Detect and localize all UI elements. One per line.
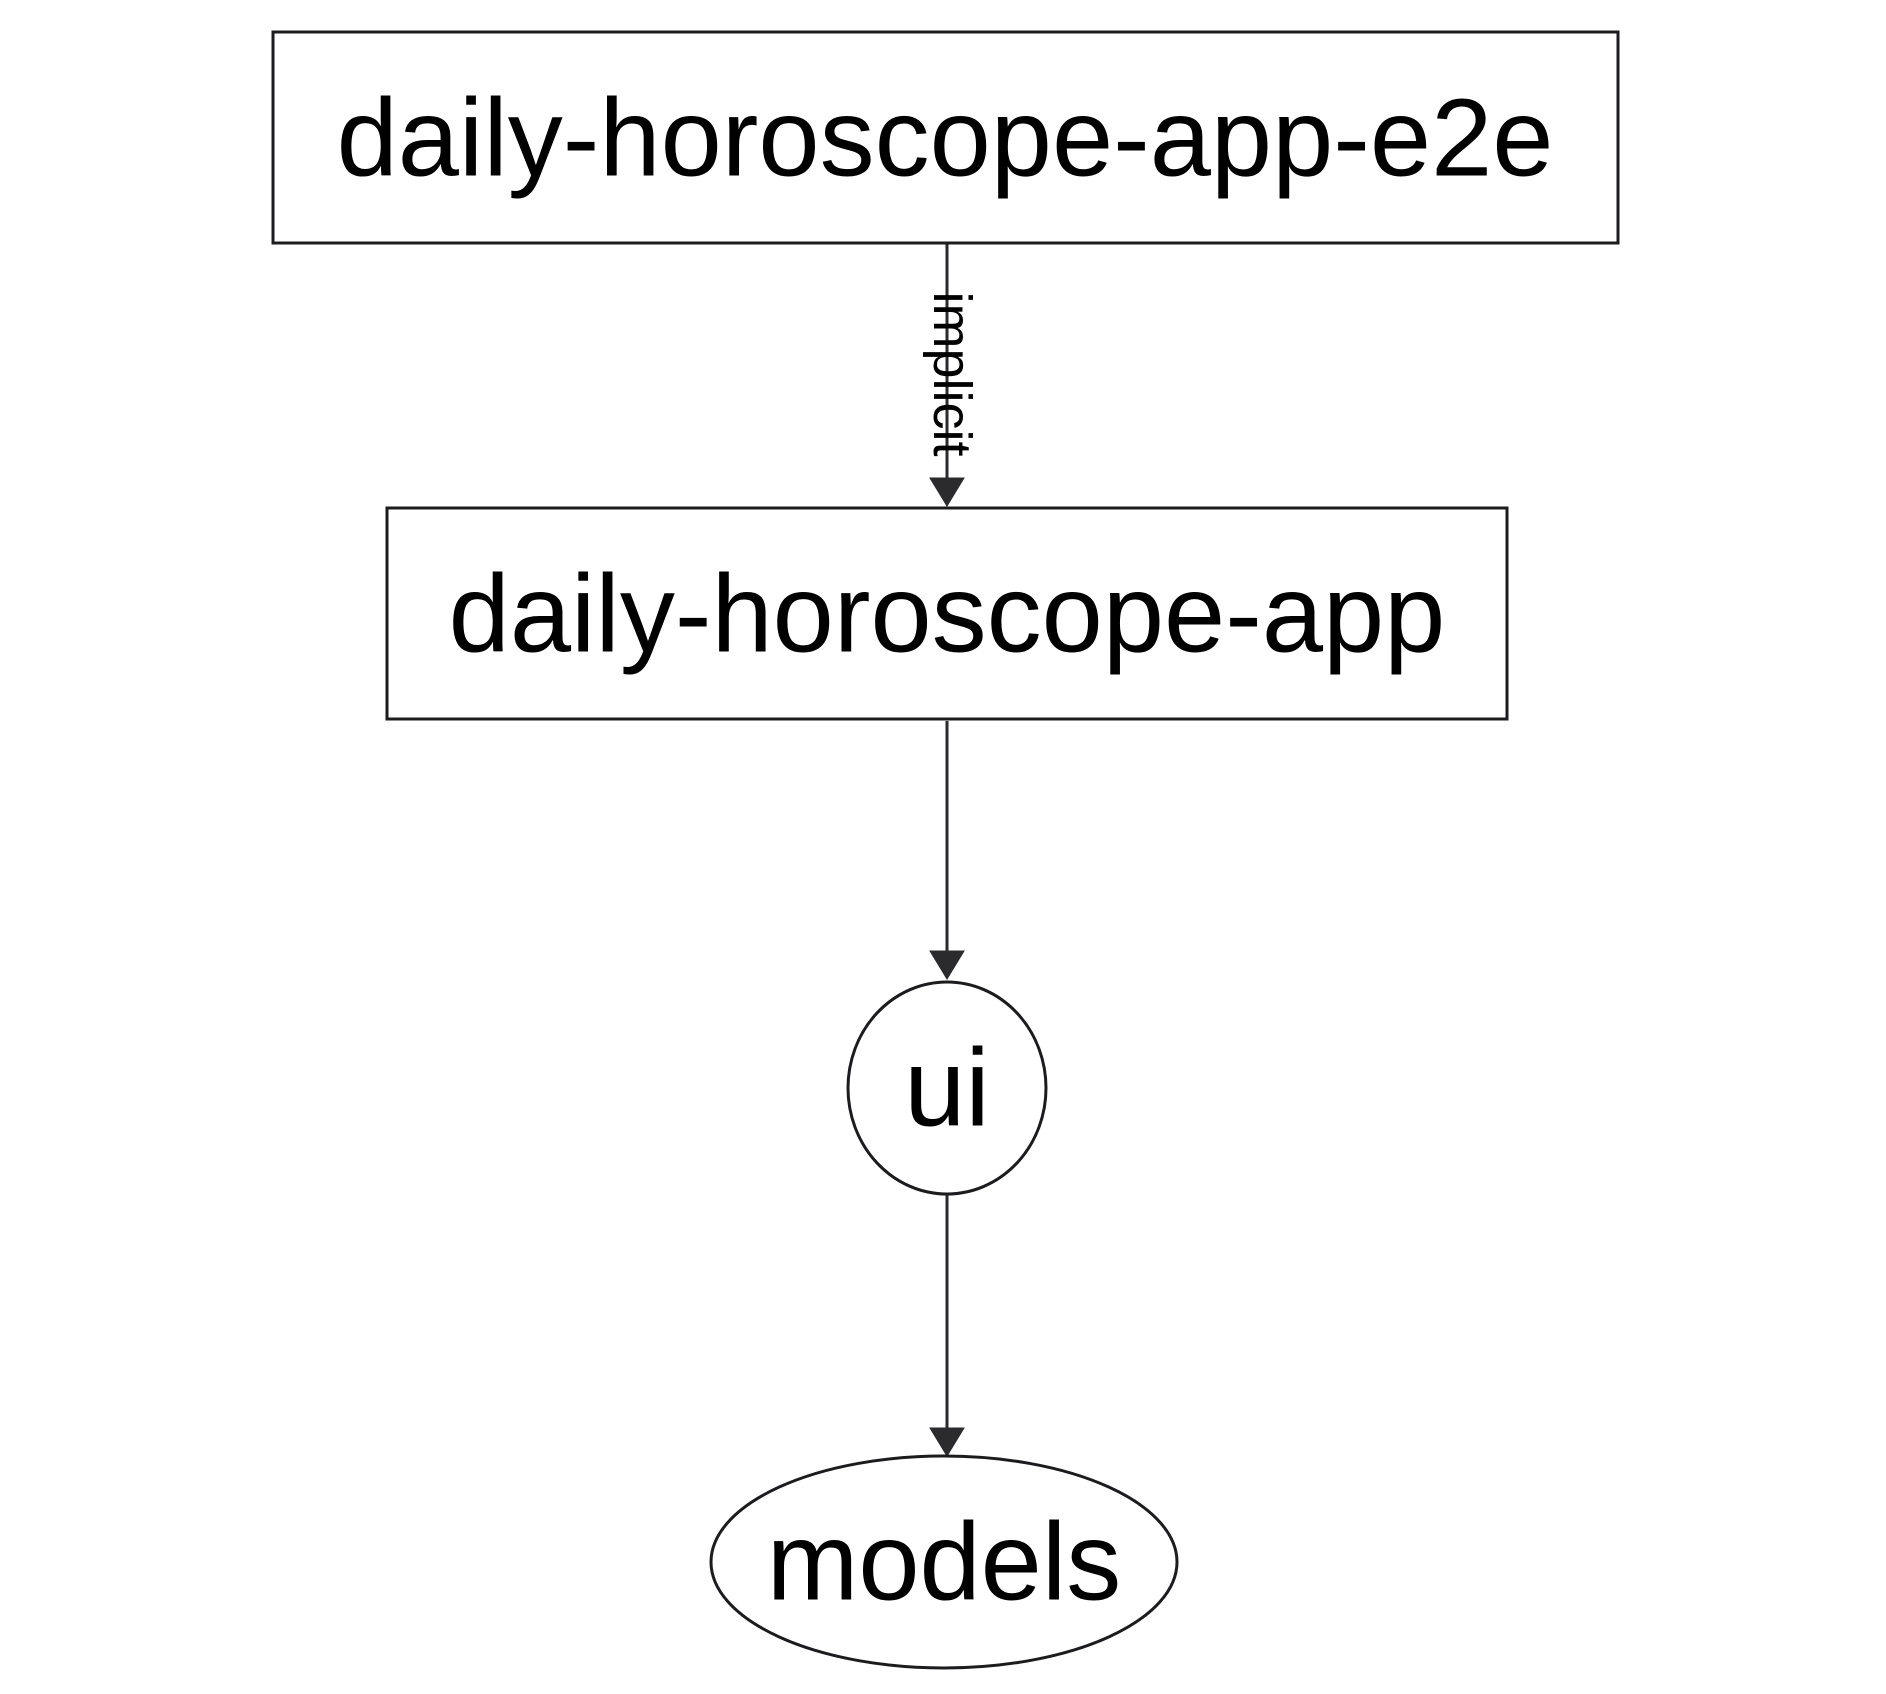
node-label-models: models [767, 1501, 1122, 1624]
edge-ui-to-models [929, 1195, 965, 1457]
node-label-ui: ui [904, 1027, 990, 1150]
node-daily-horoscope-app-box [385, 506, 1509, 721]
node-label-daily-horoscope-app-e2e: daily-horoscope-app-e2e [337, 77, 1554, 200]
node-ui[interactable]: ui [846, 980, 1048, 1196]
node-label-daily-horoscope-app: daily-horoscope-app [449, 553, 1446, 676]
node-models-ellipse [709, 1454, 1179, 1670]
edge-label-implicit: implicit [922, 291, 982, 456]
node-daily-horoscope-app[interactable]: daily-horoscope-app [385, 506, 1509, 721]
arrowhead [929, 1427, 965, 1457]
arrowhead [929, 477, 965, 507]
node-models[interactable]: models [709, 1454, 1179, 1670]
node-ui-ellipse [846, 980, 1048, 1196]
node-daily-horoscope-app-e2e-box [271, 30, 1620, 245]
edge-implicit: implicit [922, 243, 982, 507]
edge-app-to-ui [929, 721, 965, 980]
arrowhead [929, 950, 965, 980]
node-daily-horoscope-app-e2e[interactable]: daily-horoscope-app-e2e [271, 30, 1620, 245]
